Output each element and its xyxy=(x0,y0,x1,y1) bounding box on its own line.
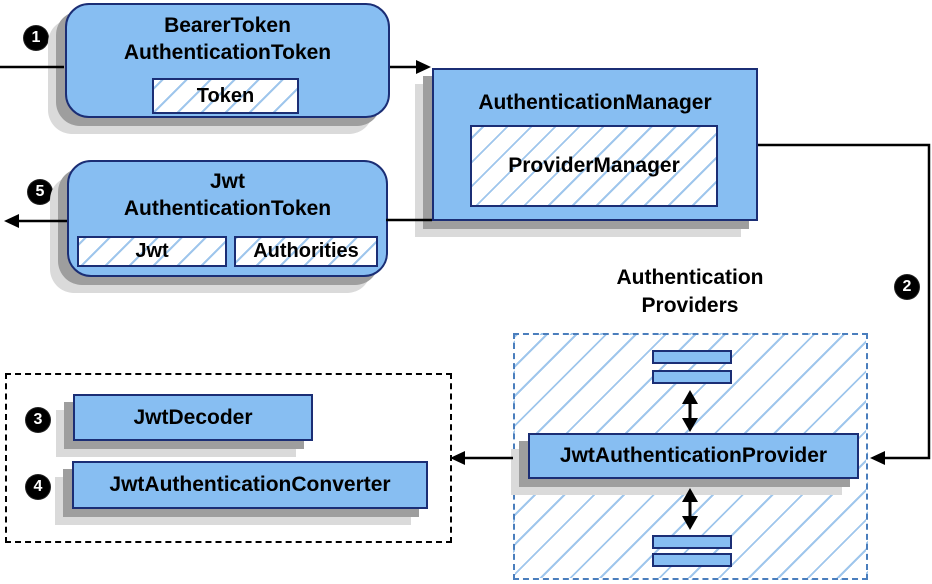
node-authentication-manager: AuthenticationManager ProviderManager xyxy=(432,68,758,221)
step-badge-3: 3 xyxy=(26,408,50,432)
node-jwt-decoder: JwtDecoder xyxy=(73,394,313,441)
field-jwt: Jwt xyxy=(77,236,227,267)
node-jwt-authentication-provider: JwtAuthenticationProvider xyxy=(528,433,859,479)
authentication-manager-title: AuthenticationManager xyxy=(478,91,712,114)
label-authentication-providers-line1: Authentication xyxy=(616,266,764,289)
provider-list-bar-bottom-2 xyxy=(652,553,732,567)
step-badge-1: 1 xyxy=(24,26,48,50)
field-provider-manager: ProviderManager xyxy=(470,125,718,207)
bearer-token-title: BearerToken AuthenticationToken xyxy=(67,5,388,66)
jwt-token-title-line2: AuthenticationToken xyxy=(123,197,332,220)
arrow-step5-out xyxy=(4,214,67,228)
group-jwt-decoder: JwtDecoder JwtAuthenticationConverter xyxy=(5,373,452,543)
node-jwt-authentication-token: Jwt AuthenticationToken Jwt Authorities xyxy=(67,160,388,277)
provider-list-bar-top-1 xyxy=(652,350,732,364)
bearer-token-title-line2: AuthenticationToken xyxy=(123,41,332,64)
step-badge-4: 4 xyxy=(26,475,50,499)
field-token: Token xyxy=(152,78,299,114)
node-jwt-authentication-converter: JwtAuthenticationConverter xyxy=(72,461,428,509)
group-authentication-providers: JwtAuthenticationProvider xyxy=(513,333,868,580)
jwt-token-title-line1: Jwt xyxy=(209,170,245,193)
field-authorities: Authorities xyxy=(234,236,378,267)
jwt-token-title: Jwt AuthenticationToken xyxy=(69,162,386,222)
arrow-provider-to-decoder-group xyxy=(450,451,513,465)
step-badge-2: 2 xyxy=(895,275,919,299)
provider-list-bar-bottom-1 xyxy=(652,535,732,549)
step-badge-5: 5 xyxy=(28,180,52,204)
provider-list-bar-top-2 xyxy=(652,370,732,384)
arrow-bearer-to-manager xyxy=(390,60,431,74)
bearer-token-title-line1: BearerToken xyxy=(164,14,291,37)
node-bearer-token-authentication-token: BearerToken AuthenticationToken Token xyxy=(65,3,390,118)
label-authentication-providers-line2: Providers xyxy=(641,294,739,317)
label-authentication-providers: Authentication Providers xyxy=(560,264,820,320)
